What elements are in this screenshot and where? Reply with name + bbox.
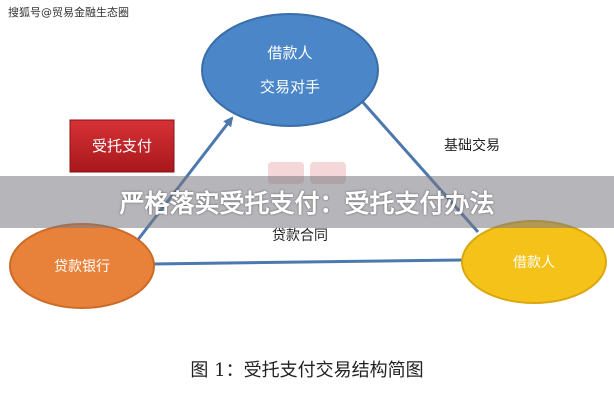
loan-contract-label: 贷款合同 — [272, 228, 328, 244]
source-watermark: 搜狐号@贸易金融生态圈 — [8, 6, 129, 19]
figure-caption: 图 1：受托支付交易结构简图 — [190, 360, 424, 381]
connector-bank-to-borrower — [151, 258, 463, 266]
title-banner: 严格落实受托支付：受托支付办法 — [0, 176, 614, 228]
borrower-counterparty-line1: 借款人 — [267, 44, 312, 62]
borrower-counterparty-line2: 交易对手 — [260, 78, 320, 96]
loan-bank-label: 贷款银行 — [54, 259, 110, 275]
banner-title: 严格落实受托支付：受托支付办法 — [119, 189, 495, 218]
entrusted-payment-label: 受托支付 — [92, 137, 152, 155]
borrower-label: 借款人 — [513, 255, 555, 271]
basic-transaction-label: 基础交易 — [444, 137, 500, 154]
borrower-counterparty-node — [201, 13, 379, 127]
entrusted-payment-box — [69, 119, 175, 173]
